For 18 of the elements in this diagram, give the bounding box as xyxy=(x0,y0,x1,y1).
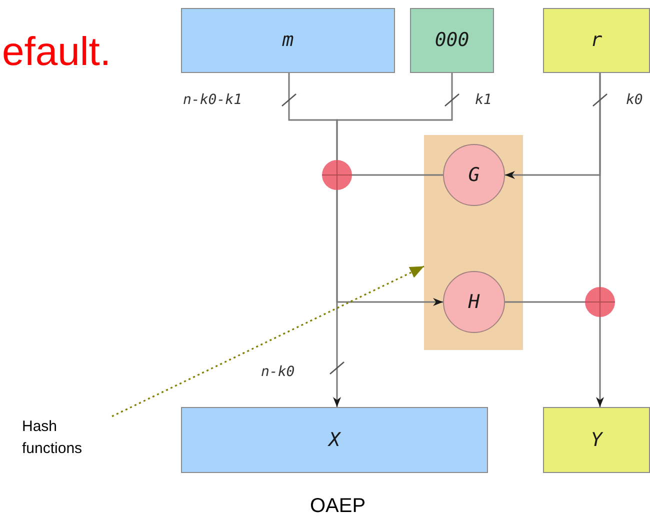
variable-label: m xyxy=(282,28,294,54)
heading-text: efault. xyxy=(2,29,111,76)
note-text: Hash functions xyxy=(22,417,84,459)
connector-line xyxy=(336,190,443,306)
connector-line xyxy=(599,73,601,287)
connector-line xyxy=(336,73,453,160)
variable-label: X xyxy=(328,428,340,453)
variable-label: 000 xyxy=(434,28,470,54)
connector-line xyxy=(352,174,443,176)
caption: OAEP xyxy=(310,494,366,518)
variable-label: G xyxy=(468,162,480,188)
leader-line xyxy=(112,266,424,418)
variable-label: Y xyxy=(590,428,602,453)
connector-line xyxy=(596,317,604,407)
hash-band xyxy=(424,135,523,350)
variable-label: r xyxy=(590,28,602,54)
connector-line xyxy=(505,301,585,303)
variable-label: H xyxy=(468,290,480,315)
